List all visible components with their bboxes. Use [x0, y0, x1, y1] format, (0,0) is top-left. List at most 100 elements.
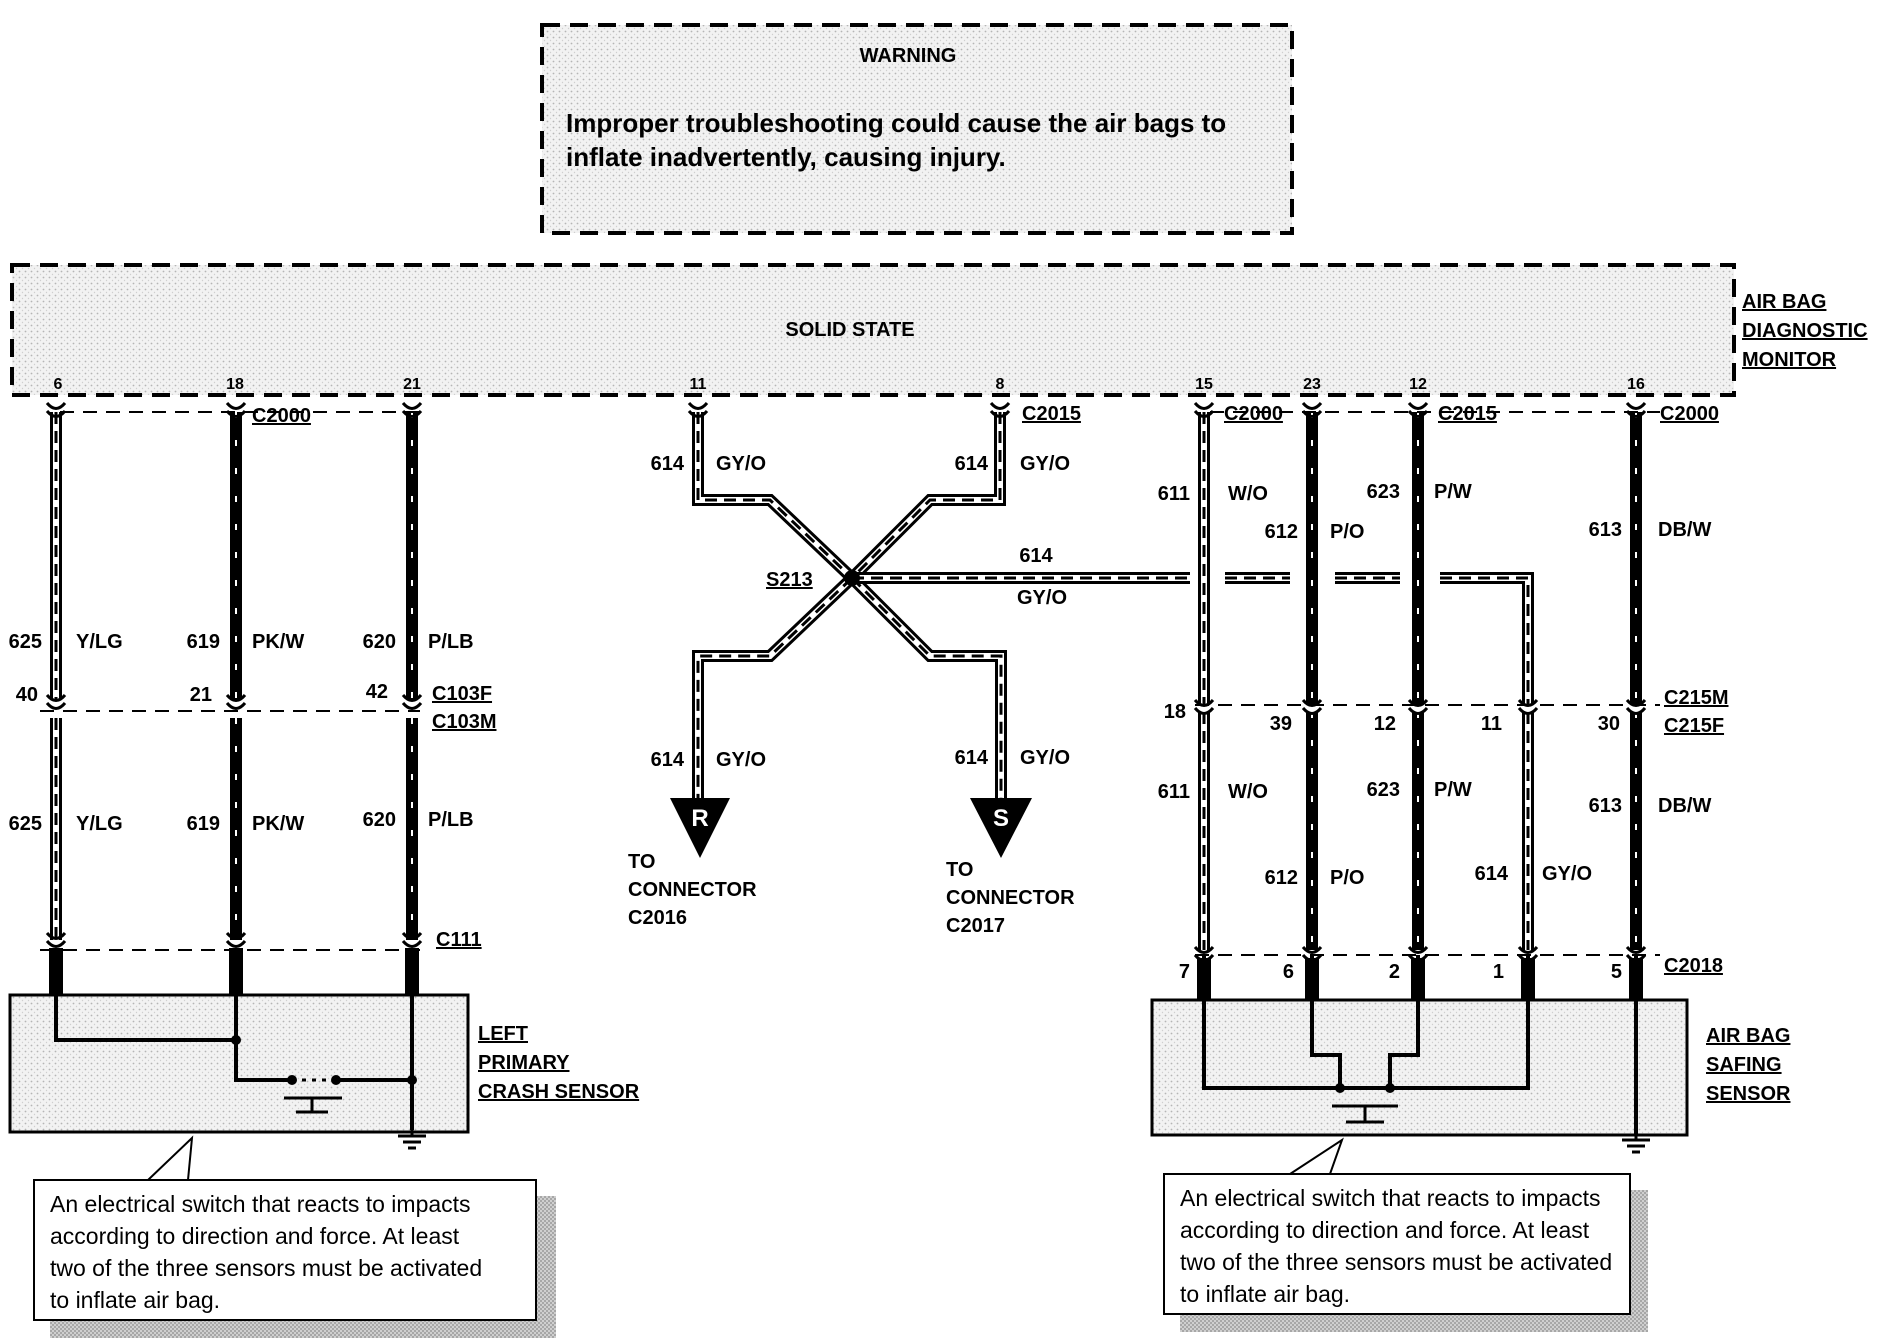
destination-r-line-1: TO — [628, 851, 655, 873]
c2018-pin: 1 — [1493, 961, 1504, 983]
destination-s-triangle — [970, 798, 1032, 858]
module-pin: 15 — [1195, 376, 1213, 393]
destination-s-line-3: C2017 — [946, 915, 1005, 937]
left-callout: An electrical switch that reacts to impa… — [33, 1135, 556, 1338]
wire-circuit: 619 — [187, 813, 220, 835]
right-note-line-4: to inflate air bag. — [1180, 1281, 1350, 1307]
connector-lines — [40, 411, 1660, 956]
wire-color: GY/O — [716, 749, 766, 771]
wire-color: GY/O — [1542, 863, 1592, 885]
wire-circuit: 620 — [363, 631, 396, 653]
warning-title: WARNING — [860, 45, 957, 67]
c2018-pin: 6 — [1283, 961, 1294, 983]
air-bag-safing-sensor: AIR BAG SAFING SENSOR — [1150, 955, 1791, 1154]
c2018-pin: 2 — [1389, 961, 1400, 983]
c2000-label-right-a: C2000 — [1224, 403, 1283, 425]
wire-color: P/LB — [428, 809, 474, 831]
wire-circuit: 614 — [1475, 863, 1509, 885]
wire-color: W/O — [1228, 781, 1268, 803]
wire-color: P/O — [1330, 867, 1364, 889]
wire-color: PK/W — [252, 813, 304, 835]
connector-mark — [45, 693, 67, 710]
module-name-line-1: AIR BAG — [1742, 291, 1826, 313]
wire-circuit: 613 — [1589, 519, 1622, 541]
c2015-label-right: C2015 — [1438, 403, 1497, 425]
wire-color: P/W — [1434, 779, 1472, 801]
wire-circuit: 625 — [9, 813, 42, 835]
c103m-label: C103M — [432, 711, 496, 733]
left-sensor-label-1: LEFT — [478, 1023, 528, 1045]
solid-state-module: SOLID STATE — [10, 263, 1736, 397]
connector-mark — [225, 693, 247, 710]
right-callout-box — [1163, 1173, 1631, 1315]
wire-color: P/LB — [428, 631, 474, 653]
left-callout-pointer — [145, 1135, 194, 1181]
module-name-line-2: DIAGNOSTIC — [1742, 320, 1868, 342]
c215f-label: C215F — [1664, 715, 1724, 737]
wire-circuit: 611 — [1158, 781, 1190, 803]
c103f-label: C103F — [432, 683, 492, 705]
right-callout: An electrical switch that reacts to impa… — [1163, 1137, 1648, 1332]
wire-color: DB/W — [1658, 519, 1711, 541]
wire-614-to-r-stripe — [696, 576, 854, 800]
module-pin: 11 — [690, 376, 707, 393]
module-pin: 18 — [226, 376, 244, 393]
wire-614-to-c215-outline — [1440, 572, 1534, 705]
connector-mark — [45, 931, 67, 948]
wire-circuit: 623 — [1367, 779, 1400, 801]
module-name: AIR BAG DIAGNOSTIC MONITOR — [1742, 291, 1868, 371]
wire-color: W/O — [1228, 483, 1268, 505]
c215-pin: 12 — [1374, 713, 1396, 735]
wire-circuit: 611 — [1158, 483, 1190, 505]
left-sensor-label-2: PRIMARY — [478, 1052, 570, 1074]
left-sensor-body — [8, 993, 470, 1134]
connector-mark — [687, 401, 709, 418]
module-pins: 6 18 21 11 8 15 23 12 16 — [54, 376, 1645, 393]
c2000-label-left: C2000 — [252, 405, 311, 427]
c111-label: C111 — [436, 929, 482, 951]
connector-pin-numbers: 40 21 42 18 39 12 11 30 7 6 2 1 5 — [16, 681, 1622, 983]
module-pin: 6 — [54, 376, 63, 393]
destination-r-line-2: CONNECTOR — [628, 879, 757, 901]
module-pin: 8 — [996, 376, 1005, 393]
c103-pin: 42 — [366, 681, 388, 703]
destination-s-line-1: TO — [946, 859, 973, 881]
c103-pin: 21 — [190, 684, 212, 706]
wire-color: Y/LG — [76, 813, 123, 835]
right-note-line-3: two of the three sensors must be activat… — [1180, 1249, 1612, 1275]
wire-circuit: 614 — [1019, 545, 1053, 567]
c103-pin: 40 — [16, 684, 38, 706]
module-pin: 23 — [1303, 376, 1321, 393]
wire-color: P/W — [1434, 481, 1472, 503]
left-sensor-junction — [231, 1035, 241, 1045]
destination-r-triangle — [670, 798, 730, 858]
wire-circuit: 623 — [1367, 481, 1400, 503]
warning-line-1: Improper troubleshooting could cause the… — [566, 108, 1226, 138]
wire-color: GY/O — [1020, 747, 1070, 769]
destination-r: R TO CONNECTOR C2016 — [628, 798, 757, 929]
wire-614-to-c215-fill — [1440, 575, 1531, 705]
warning-line-2: inflate inadvertently, causing injury. — [566, 142, 1006, 172]
connector-mark — [1407, 698, 1429, 715]
left-note-line-1: An electrical switch that reacts to impa… — [50, 1191, 471, 1217]
c215-pin: 18 — [1164, 701, 1186, 723]
module-name-line-3: MONITOR — [1742, 349, 1837, 371]
wire-color: Y/LG — [76, 631, 123, 653]
wire-614-to-c215-stripe — [1440, 576, 1530, 705]
c2018-label: C2018 — [1664, 955, 1723, 977]
c2000-label-right-b: C2000 — [1660, 403, 1719, 425]
right-callout-pointer — [1286, 1137, 1344, 1175]
wire-circuit: 614 — [651, 453, 685, 475]
wire-labels: 625 Y/LG 619 PK/W 620 P/LB 625 Y/LG 619 … — [9, 453, 1712, 889]
left-note-line-3: two of the three sensors must be activat… — [50, 1255, 482, 1281]
left-sensor-switch-mass — [284, 1096, 342, 1114]
module-pin: 21 — [403, 376, 421, 393]
right-note-line-1: An electrical switch that reacts to impa… — [1180, 1185, 1601, 1211]
wire-614-from-pin-8-stripe — [850, 412, 1002, 580]
c215-pin: 39 — [1270, 713, 1292, 735]
destination-r-letter: R — [691, 805, 708, 832]
warning-box: WARNING Improper troubleshooting could c… — [540, 23, 1294, 235]
splice-s213-dot — [844, 570, 860, 586]
destination-s-letter: S — [993, 805, 1009, 832]
